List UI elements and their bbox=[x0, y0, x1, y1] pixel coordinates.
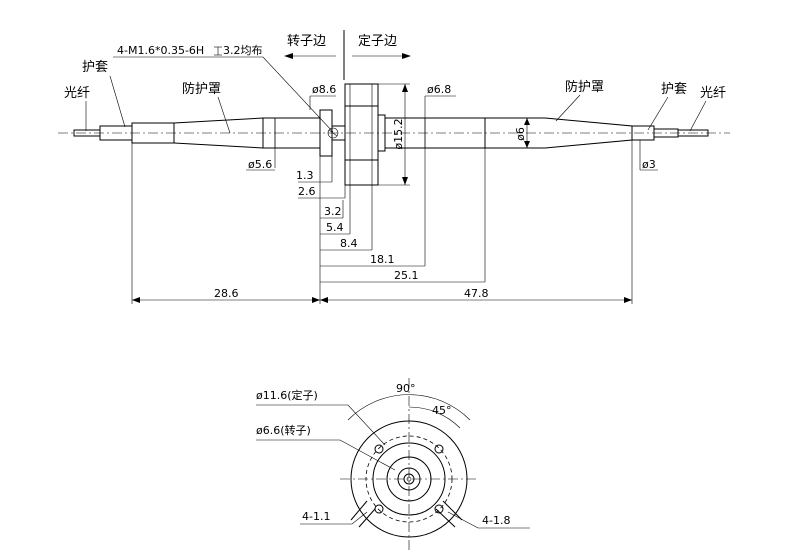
boot-left-leader bbox=[217, 96, 231, 134]
d6-arrow-top bbox=[524, 118, 530, 125]
slot-1-1-leader bbox=[300, 511, 368, 525]
sleeve-right-leader bbox=[647, 96, 669, 131]
rotor-circle bbox=[386, 456, 432, 502]
end-view: 90° 45° ø11.6(定子) ø6.6(转子) 4-1.1 4-1.8 bbox=[256, 378, 530, 550]
sleeve-right-label: 护套 bbox=[661, 81, 687, 97]
dim-28-6-arrow-left bbox=[132, 297, 140, 303]
boot-right-label: 防护罩 bbox=[565, 79, 604, 95]
boot-left-label: 防护罩 bbox=[182, 81, 221, 97]
bolt-hole-nw bbox=[374, 444, 384, 454]
outer-flange-circle bbox=[350, 420, 468, 538]
bolt-hole-ne bbox=[434, 444, 444, 454]
sleeve-left-label: 护套 bbox=[82, 59, 108, 75]
sleeve-left-leader bbox=[109, 75, 126, 128]
fiber-right-label: 光纤 bbox=[700, 86, 726, 101]
side-view: 光纤 护套 防护罩 防护罩 护套 光纤 ø8.6 ø6.8 ø15.2 ø6 ø… bbox=[58, 59, 730, 304]
thread-hole bbox=[327, 127, 339, 139]
dim-47-8-arrow-right bbox=[624, 297, 632, 303]
dim-28-6-arrow-right bbox=[312, 297, 320, 303]
dim-5-4-label: 5.4 bbox=[326, 221, 344, 234]
d5-6-label: ø5.6 bbox=[248, 158, 272, 171]
fiber-right-leader bbox=[689, 100, 707, 132]
stator-body bbox=[384, 117, 486, 149]
fiber-core bbox=[406, 476, 412, 482]
hub-circle bbox=[397, 467, 421, 491]
dim-25-1-label: 25.1 bbox=[394, 269, 419, 282]
d11-6-leader bbox=[256, 404, 386, 446]
angle-45-arc bbox=[408, 406, 461, 429]
header-annotations: 4-M1.6*0.35-6H 3.2均布 转子边 定子边 bbox=[113, 30, 411, 133]
dim-2-6-label: 2.6 bbox=[298, 185, 316, 198]
boot-left-cylinder bbox=[131, 122, 175, 144]
rotor-side-arrow bbox=[284, 53, 293, 59]
d6-6-leader bbox=[256, 439, 396, 471]
angle-45-label: 45° bbox=[432, 404, 452, 417]
stator-side-arrow bbox=[402, 53, 411, 59]
thread-hole-mark bbox=[328, 129, 338, 137]
dim-47-8-arrow-left bbox=[320, 297, 328, 303]
angle-90-label: 90° bbox=[396, 382, 416, 395]
bolt-hole-sw bbox=[374, 504, 384, 514]
d15-2-arrow-bottom bbox=[402, 177, 408, 185]
slot-lower-right bbox=[435, 500, 463, 528]
d6-6-label: ø6.6(转子) bbox=[256, 423, 311, 437]
dim-8-4-label: 8.4 bbox=[340, 237, 358, 250]
dim-28-6-label: 28.6 bbox=[214, 287, 239, 300]
d15-2-label: ø15.2 bbox=[392, 118, 405, 149]
stator-side-label: 定子边 bbox=[358, 34, 397, 49]
dim-47-8-label: 47.8 bbox=[464, 287, 489, 300]
boot-right-leader bbox=[555, 94, 581, 122]
dim-18-1-label: 18.1 bbox=[370, 253, 395, 266]
rotor-side-label: 转子边 bbox=[287, 34, 326, 49]
fiber-right bbox=[677, 129, 709, 137]
thread-leader-line bbox=[113, 56, 334, 133]
bolt-hole-se bbox=[434, 504, 444, 514]
d6-arrow-bottom bbox=[524, 141, 530, 148]
fiber-left-label: 光纤 bbox=[64, 86, 90, 101]
fiber-center bbox=[403, 473, 415, 485]
bolt-pattern-circle bbox=[365, 435, 453, 523]
thread-depth: 3.2均布 bbox=[223, 44, 263, 57]
dim-1-3-label: 1.3 bbox=[296, 169, 314, 182]
d3-label: ø3 bbox=[642, 158, 656, 171]
d11-6-label: ø11.6(定子) bbox=[256, 388, 318, 402]
slot-lower-left bbox=[350, 500, 376, 528]
angle-90-arc bbox=[347, 394, 471, 421]
d6-label: ø6 bbox=[514, 127, 527, 141]
dim-3-2-label: 3.2 bbox=[324, 205, 342, 218]
slot-1-8-leader bbox=[447, 511, 530, 529]
d8-6-label: ø8.6 bbox=[312, 83, 336, 96]
d6-8-label: ø6.8 bbox=[427, 83, 451, 96]
slot-1-1-label: 4-1.1 bbox=[302, 510, 330, 523]
slot-1-8-label: 4-1.8 bbox=[482, 514, 510, 527]
d15-2-arrow-top bbox=[402, 84, 408, 92]
stator-inner-circle bbox=[372, 442, 446, 516]
thread-note: 4-M1.6*0.35-6H bbox=[117, 44, 204, 57]
